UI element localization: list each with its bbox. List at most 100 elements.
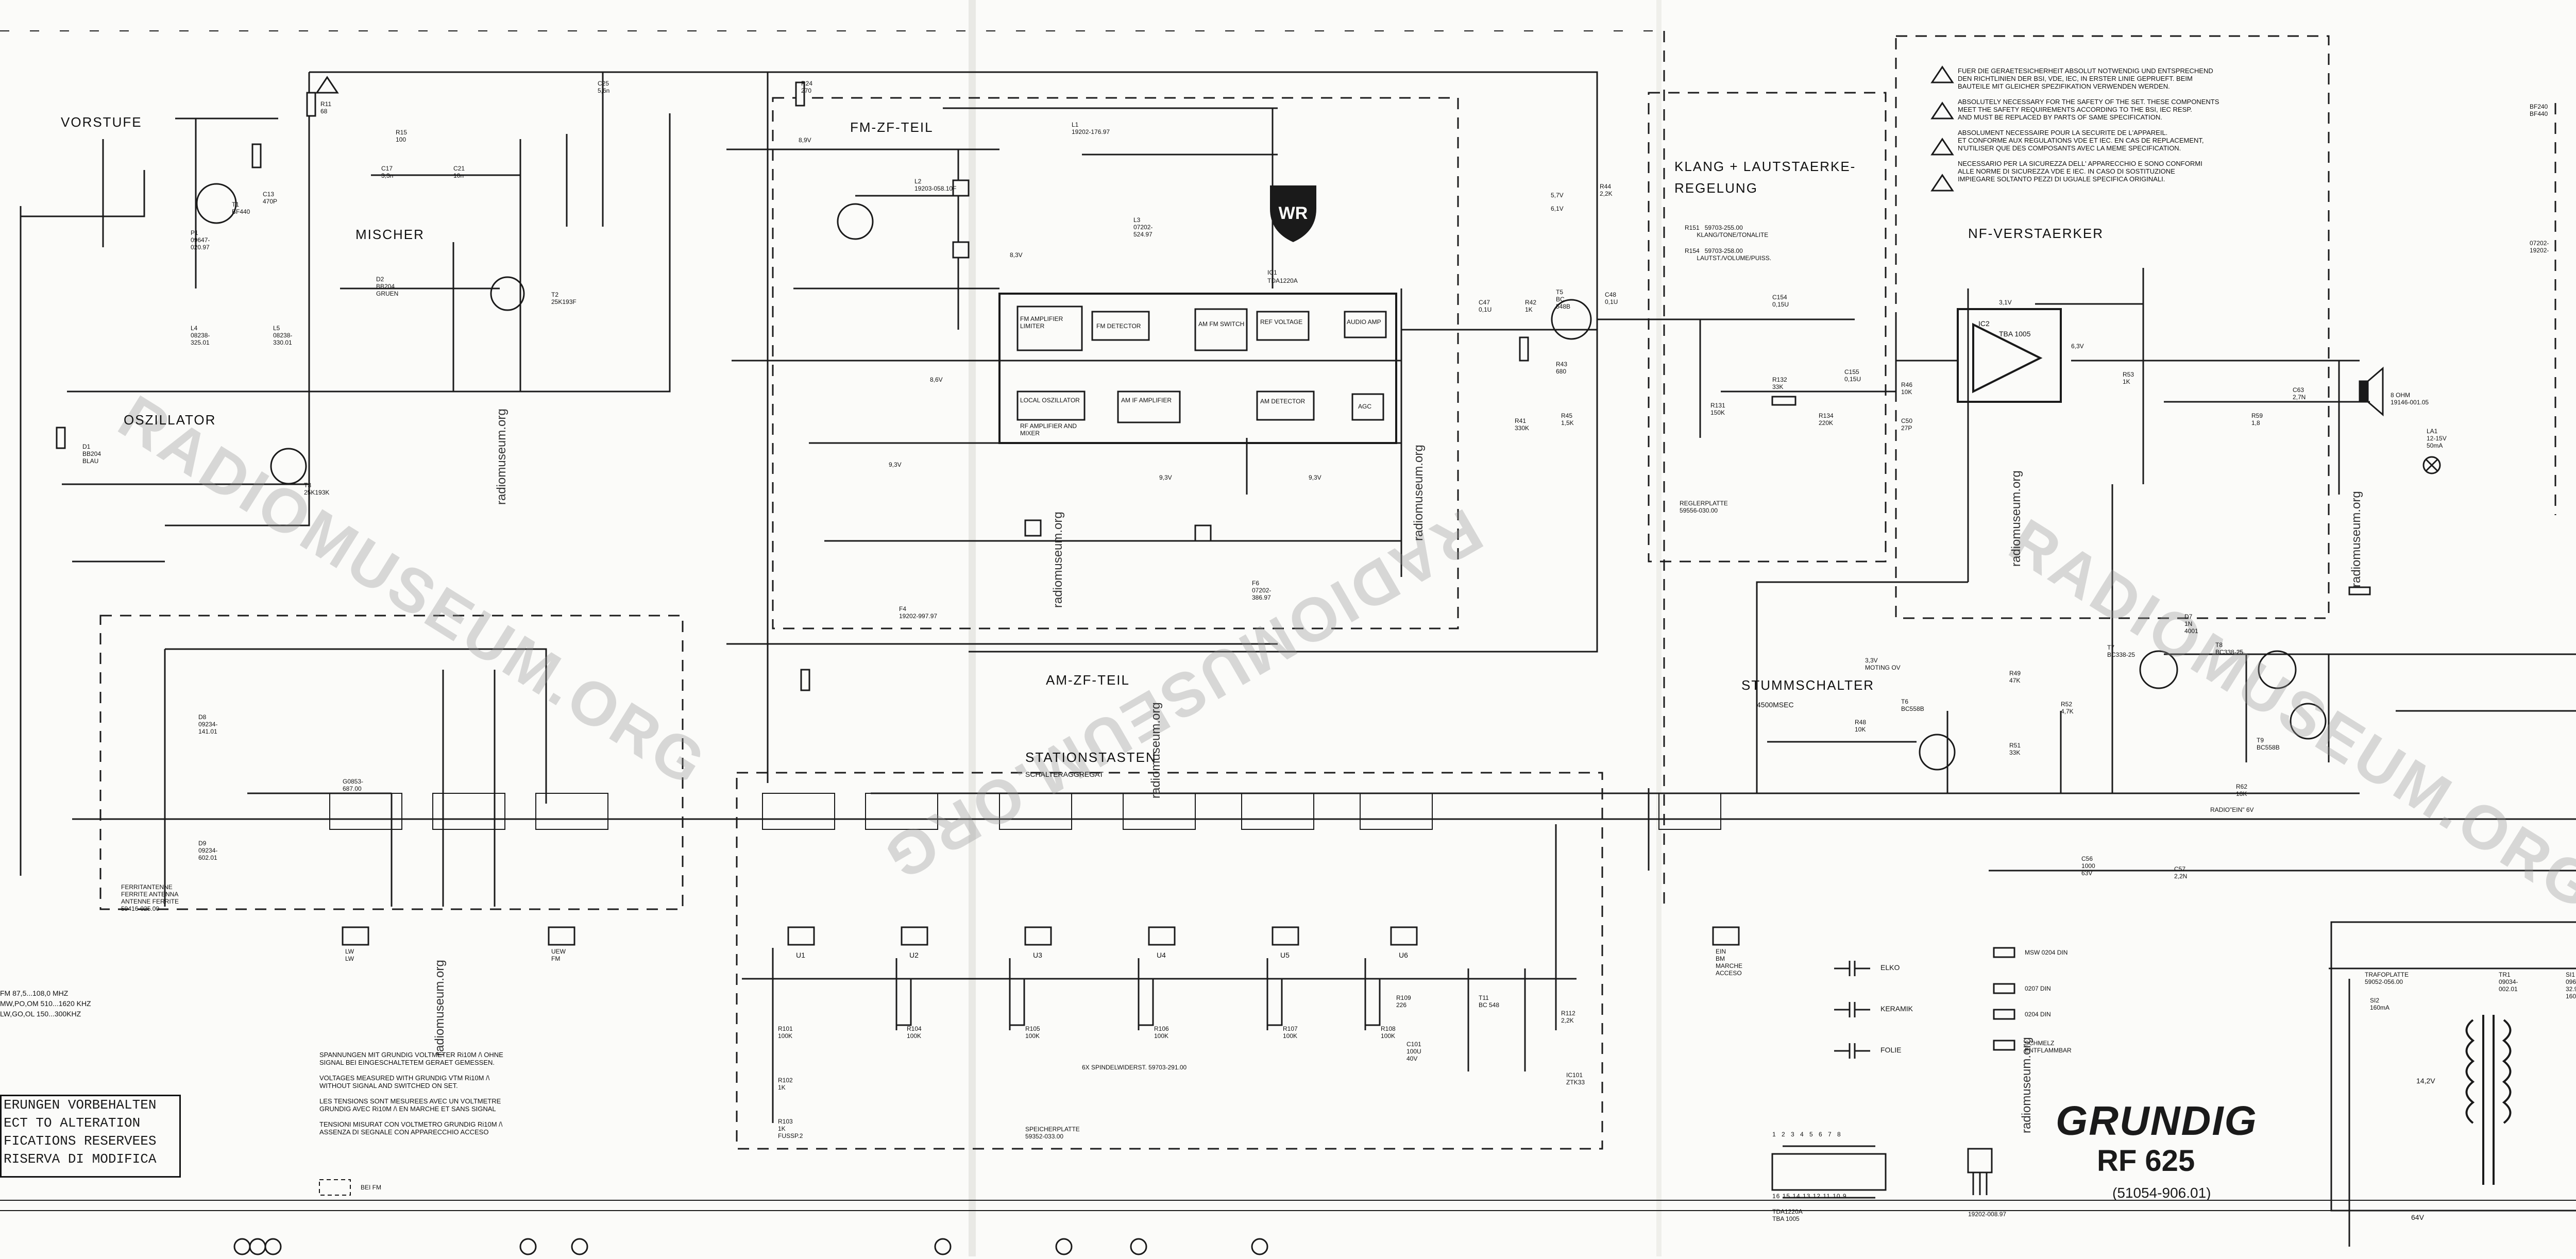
label-d8: D8 09234- 141.01 <box>198 713 218 735</box>
label-d7: D7 1N 4001 <box>2184 613 2198 635</box>
label-r103: R103 1K FUSSP.2 <box>778 1118 803 1139</box>
label-c56: C56 1000 63V <box>2081 855 2095 877</box>
label-r112: R112 2,2K <box>1561 1010 1575 1024</box>
label-t1: T1 BF440 <box>232 201 250 215</box>
label-r48: R48 10K <box>1855 719 1867 733</box>
voltage-label: 5,7V <box>1551 192 1564 199</box>
section-title-nf: NF-VERSTAERKER <box>1968 226 2104 241</box>
ic1-block-ref-voltage: REF VOLTAGE <box>1260 318 1303 326</box>
label-r53: R53 1K <box>2123 371 2134 385</box>
watermark-small: radiomuseum.org <box>2009 470 2023 567</box>
label-ein-marche: EIN BM MARCHE ACCESO <box>1716 948 1743 977</box>
label-stumm-sub: 4500MSEC <box>1757 701 1794 709</box>
label-speaker: 8 OHM 19146-001.05 <box>2391 392 2429 406</box>
label-r15: R15 100 <box>396 129 408 143</box>
legend-folie: FOLIE <box>1880 1046 1902 1054</box>
label-c17: C17 3,3n <box>381 165 394 179</box>
label-t5: T5 BC 548B <box>1556 288 1571 310</box>
ic1-block-rf-amplifier: RF AMPLIFIER AND MIXER <box>1020 422 1077 437</box>
voltage-label: 9,3V <box>889 461 902 468</box>
label-c25: C25 5,6n <box>598 80 610 94</box>
ic1-block-am-if-amplifier: AM IF AMPLIFIER <box>1121 397 1172 404</box>
legend-elko: ELKO <box>1880 963 1900 972</box>
label-t8: T8 BC338-25 <box>2215 641 2244 656</box>
label-r49: R49 47K <box>2009 670 2021 684</box>
section-title-oszillator: OSZILLATOR <box>124 412 216 428</box>
label-r108: R108 100K <box>1381 1025 1396 1040</box>
label-r109: R109 226 <box>1396 994 1411 1009</box>
label-07202: 07202- 19202- <box>2530 240 2549 254</box>
label-bf240: BF240 BF440 <box>2530 103 2548 117</box>
label-r154: R154 59703-258.00 LAUTST./VOLUME/PUISS. <box>1685 247 1772 262</box>
preset-u1: U1 <box>796 951 805 959</box>
legend-symbols <box>1834 947 2015 1059</box>
legend-res-0207: 0207 DIN <box>2025 985 2051 992</box>
label-g0853: G0853- 687.00 <box>343 778 364 792</box>
ic1-block-am-fm-switch: AM FM SWITCH <box>1198 320 1245 328</box>
label-spindel: 6X SPINDELWIDERST. 59703-291.00 <box>1082 1064 1187 1071</box>
part-number: (51054-906.01) <box>2112 1185 2211 1201</box>
ic2-name: IC2 <box>1978 319 1990 328</box>
label-schalteraggregat: SCHALTERAGGREGAT <box>1025 770 1104 778</box>
lamp-symbol <box>2425 458 2439 472</box>
logo-shield: WR <box>1270 185 1316 242</box>
ic1-type: TDA1220A <box>1267 277 1298 284</box>
label-r43: R43 680 <box>1556 361 1568 375</box>
brand-logo: GRUNDIG <box>2056 1098 2258 1144</box>
label-d9: D9 09234- 602.01 <box>198 840 218 861</box>
section-title-regelung: REGELUNG <box>1674 180 1758 196</box>
label-stumm-voltage: 3,3V MOTING OV <box>1865 657 1901 671</box>
legend-res-0204: 0204 DIN <box>2025 1011 2051 1018</box>
notice-line: ERUNGEN VORBEHALTEN <box>4 1097 157 1113</box>
preset-u2: U2 <box>909 951 919 959</box>
label-ic-part: TDA1220A TBA 1005 <box>1772 1208 1803 1222</box>
model-name: RF 625 <box>2097 1144 2195 1178</box>
voltage-measurement-note: SPANNUNGEN MIT GRUNDIG VOLTMETER Ri10M /… <box>319 1051 503 1136</box>
am-detector-block <box>1256 390 1315 421</box>
label-c13: C13 470P <box>263 191 278 205</box>
label-uew: UEW FM <box>551 948 566 962</box>
label-si1: SI1 09623- 32.97 160mA <box>2566 971 2576 1000</box>
section-title-fm-zf: FM-ZF-TEIL <box>850 120 934 135</box>
label-t7: T7 BC338-25 <box>2107 644 2136 658</box>
label-lw: LW LW <box>345 948 354 962</box>
label-r101: R101 100K <box>778 1025 793 1040</box>
label-r41: R41 330K <box>1515 417 1530 432</box>
legend-res-schmelz: SCHMELZ ENTFLAMMBAR <box>2025 1040 2072 1054</box>
label-r42: R42 1K <box>1525 299 1537 313</box>
label-reglerplatte: REGLERPLATTE 59556-030.00 <box>1680 500 1728 514</box>
label-r24: R24 270 <box>801 80 813 94</box>
passive-components <box>56 81 2371 1026</box>
label-ic101: IC101 ZTK33 <box>1566 1071 1585 1086</box>
label-r105: R105 100K <box>1025 1025 1040 1040</box>
label-r11: R11 68 <box>320 100 332 115</box>
label-r131: R131 150K <box>1710 402 1725 416</box>
label-sockel: 19202-008.97 <box>1968 1211 2007 1218</box>
label-c21: C21 10n <box>453 165 465 179</box>
label-c48: C48 0,1U <box>1605 291 1618 305</box>
notice-line: ECT TO ALTERATION <box>4 1115 141 1131</box>
wiring <box>0 30 2576 1247</box>
label-pins-top: 1 2 3 4 5 6 7 8 <box>1772 1131 1843 1138</box>
fm-detector-block <box>1091 311 1150 341</box>
voltage-label: 6,1V <box>1551 205 1564 212</box>
ic-pinout-diagram <box>1771 1145 1887 1199</box>
section-title-am-zf: AM-ZF-TEIL <box>1046 672 1130 688</box>
label-la1: LA1 12-15V 50mA <box>2427 428 2447 449</box>
section-title-stationstasten: STATIONSTASTEN <box>1025 750 1157 765</box>
label-r132: R132 33K <box>1772 376 1787 390</box>
notice-line: RISERVA DI MODIFICA <box>4 1151 157 1167</box>
am-fm-switch-block <box>1194 308 1248 351</box>
transistor-pinout <box>1967 1148 1993 1195</box>
watermark-small: radiomuseum.org <box>1051 512 1065 608</box>
label-ferritantenne: FERRITANTENNE FERRITE ANTENNA ANTENNE FE… <box>121 883 179 912</box>
label-d2: D2 BB204 GRUEN <box>376 276 399 297</box>
ic1-block-fm-detector: FM DETECTOR <box>1096 322 1141 330</box>
ic1-tda1220a <box>998 293 1397 444</box>
ic1-block-fm-amplifier: FM AMPLIFIER LIMITER <box>1020 315 1063 330</box>
agc-block <box>1351 393 1384 421</box>
label-t6: T6 BC558B <box>1901 698 1924 712</box>
label-r151: R151 59703-255.00 KLANG/TONE/TONALITE <box>1685 224 1769 239</box>
